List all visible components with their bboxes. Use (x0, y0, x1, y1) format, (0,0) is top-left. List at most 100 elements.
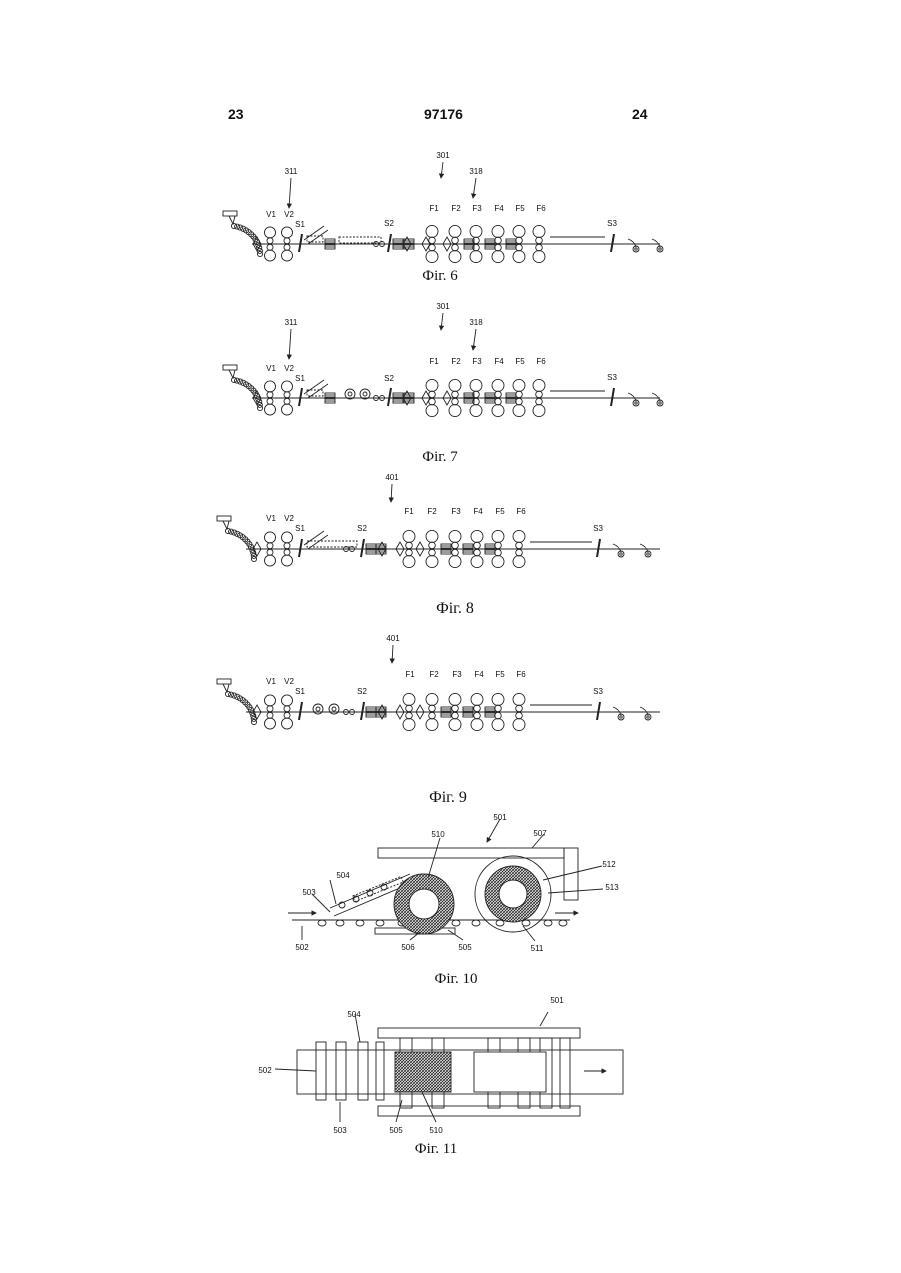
backup-roll (426, 530, 438, 542)
work-roll (474, 549, 481, 556)
caster-roller (257, 405, 262, 410)
backup-roll (403, 530, 415, 542)
caster-roller (251, 719, 256, 724)
furnace-bottom (378, 1106, 580, 1116)
work-roll (516, 244, 523, 251)
leader-line (422, 1092, 436, 1122)
deflector (304, 531, 328, 549)
work-roll (516, 705, 523, 712)
backup-roll (449, 693, 461, 705)
work-roll (267, 238, 273, 244)
work-roll (516, 549, 523, 556)
work-roll (267, 549, 273, 555)
table-roller (336, 920, 344, 926)
table-roller (356, 920, 364, 926)
caster-roller (251, 556, 256, 561)
work-roll (516, 391, 523, 398)
work-roll (536, 391, 543, 398)
backup-roll (492, 379, 504, 391)
backup-roll (282, 532, 293, 543)
backup-roll (470, 251, 482, 263)
coil (313, 704, 323, 714)
backup-roll (265, 227, 276, 238)
work-roll (267, 706, 273, 712)
backup-roll (265, 718, 276, 729)
work-roll (284, 244, 290, 250)
work-roll (406, 712, 413, 719)
backup-roll (470, 225, 482, 237)
backup-roll (265, 404, 276, 415)
backup-roll (282, 555, 293, 566)
work-roll (536, 237, 543, 244)
work-roll (406, 542, 413, 549)
deflector (304, 380, 328, 398)
shear (611, 234, 614, 252)
shear (299, 702, 302, 720)
backup-roll (265, 532, 276, 543)
work-roll (495, 244, 502, 251)
ref-arrow (289, 178, 291, 208)
backup-roll (513, 693, 525, 705)
shear (299, 234, 302, 252)
work-roll (452, 549, 459, 556)
table-roller (522, 920, 530, 926)
table-roller (376, 920, 384, 926)
backup-roll (449, 379, 461, 391)
backup-roll (282, 250, 293, 261)
leader-line (548, 889, 603, 893)
backup-roll (513, 405, 525, 417)
backup-roll (426, 225, 438, 237)
work-roll (284, 398, 290, 404)
backup-roll (449, 556, 461, 568)
coil-box (474, 1052, 546, 1092)
shear (597, 539, 600, 557)
backup-roll (403, 719, 415, 731)
leader-line (410, 932, 420, 940)
leader-line (330, 880, 336, 904)
roller (336, 1042, 346, 1100)
backup-roll (426, 379, 438, 391)
backup-roll (492, 530, 504, 542)
coil-mandrel (499, 880, 527, 908)
work-roll (267, 392, 273, 398)
shear (388, 234, 391, 252)
work-roll (495, 237, 502, 244)
leader-line (275, 1069, 316, 1071)
work-roll (516, 398, 523, 405)
work-roll (516, 237, 523, 244)
backup-roll (449, 719, 461, 731)
backup-roll (282, 404, 293, 415)
backup-roll (282, 227, 293, 238)
table-roller (452, 920, 460, 926)
work-roll (429, 712, 436, 719)
work-roll (495, 542, 502, 549)
backup-roll (449, 530, 461, 542)
backup-roll (533, 225, 545, 237)
work-roll (474, 705, 481, 712)
work-roll (536, 244, 543, 251)
furnace-roof (378, 848, 564, 858)
fig10-drawing (288, 819, 603, 941)
ref-arrow (487, 819, 500, 842)
coil (360, 389, 370, 399)
backup-roll (513, 225, 525, 237)
work-roll (516, 542, 523, 549)
roller (358, 1042, 368, 1100)
table-roller (472, 920, 480, 926)
backup-roll (449, 225, 461, 237)
ladle (217, 679, 231, 684)
work-roll (474, 542, 481, 549)
ladle (223, 365, 237, 370)
ref-arrow (473, 329, 476, 350)
fig9-mill (217, 679, 660, 731)
backup-roll (471, 530, 483, 542)
work-roll (495, 712, 502, 719)
backup-roll (449, 251, 461, 263)
furnace-wall (564, 848, 578, 900)
shear (611, 388, 614, 406)
backup-roll (265, 555, 276, 566)
ref-arrow (441, 313, 443, 330)
coil (329, 704, 339, 714)
backup-roll (492, 225, 504, 237)
work-roll (495, 398, 502, 405)
